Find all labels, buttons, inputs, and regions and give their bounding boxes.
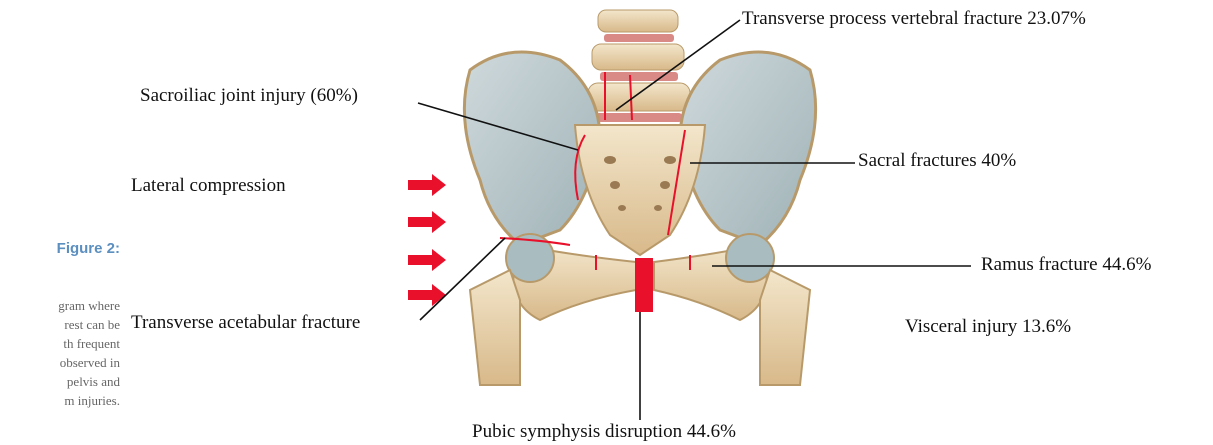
figure-caption-title: Figure 2: <box>57 240 120 257</box>
arrow-icon <box>408 211 446 233</box>
label-pubic-symphysis-disruption: Pubic symphysis disruption 44.6% <box>472 421 736 443</box>
label-visceral-injury: Visceral injury 13.6% <box>905 316 1071 338</box>
label-transverse-process-fracture: Transverse process vertebral fracture 23… <box>742 8 1086 30</box>
label-transverse-acetabular-fracture: Transverse acetabular fracture <box>131 312 360 334</box>
caption-line: rest can be <box>0 315 120 334</box>
arrow-icon <box>408 284 446 306</box>
arrow-icon <box>408 249 446 271</box>
caption-line: gram where <box>0 296 120 315</box>
caption-line: th frequent <box>0 334 120 353</box>
symphysis-disruption-marker <box>635 258 653 312</box>
compression-arrows <box>408 174 446 306</box>
arrow-icon <box>408 174 446 196</box>
caption-line: pelvis and <box>0 372 120 391</box>
lumbar-spine <box>588 10 690 122</box>
caption-line: observed in <box>0 353 120 372</box>
caption-line: m injuries. <box>0 391 120 410</box>
label-ramus-fracture: Ramus fracture 44.6% <box>981 254 1151 276</box>
label-sacral-fractures: Sacral fractures 40% <box>858 150 1016 172</box>
label-sacroiliac-joint-injury: Sacroiliac joint injury (60%) <box>140 85 358 107</box>
label-lateral-compression: Lateral compression <box>131 175 286 197</box>
sacrum <box>575 125 705 255</box>
figure-caption-text: gram where rest can be th frequent obser… <box>0 296 120 410</box>
